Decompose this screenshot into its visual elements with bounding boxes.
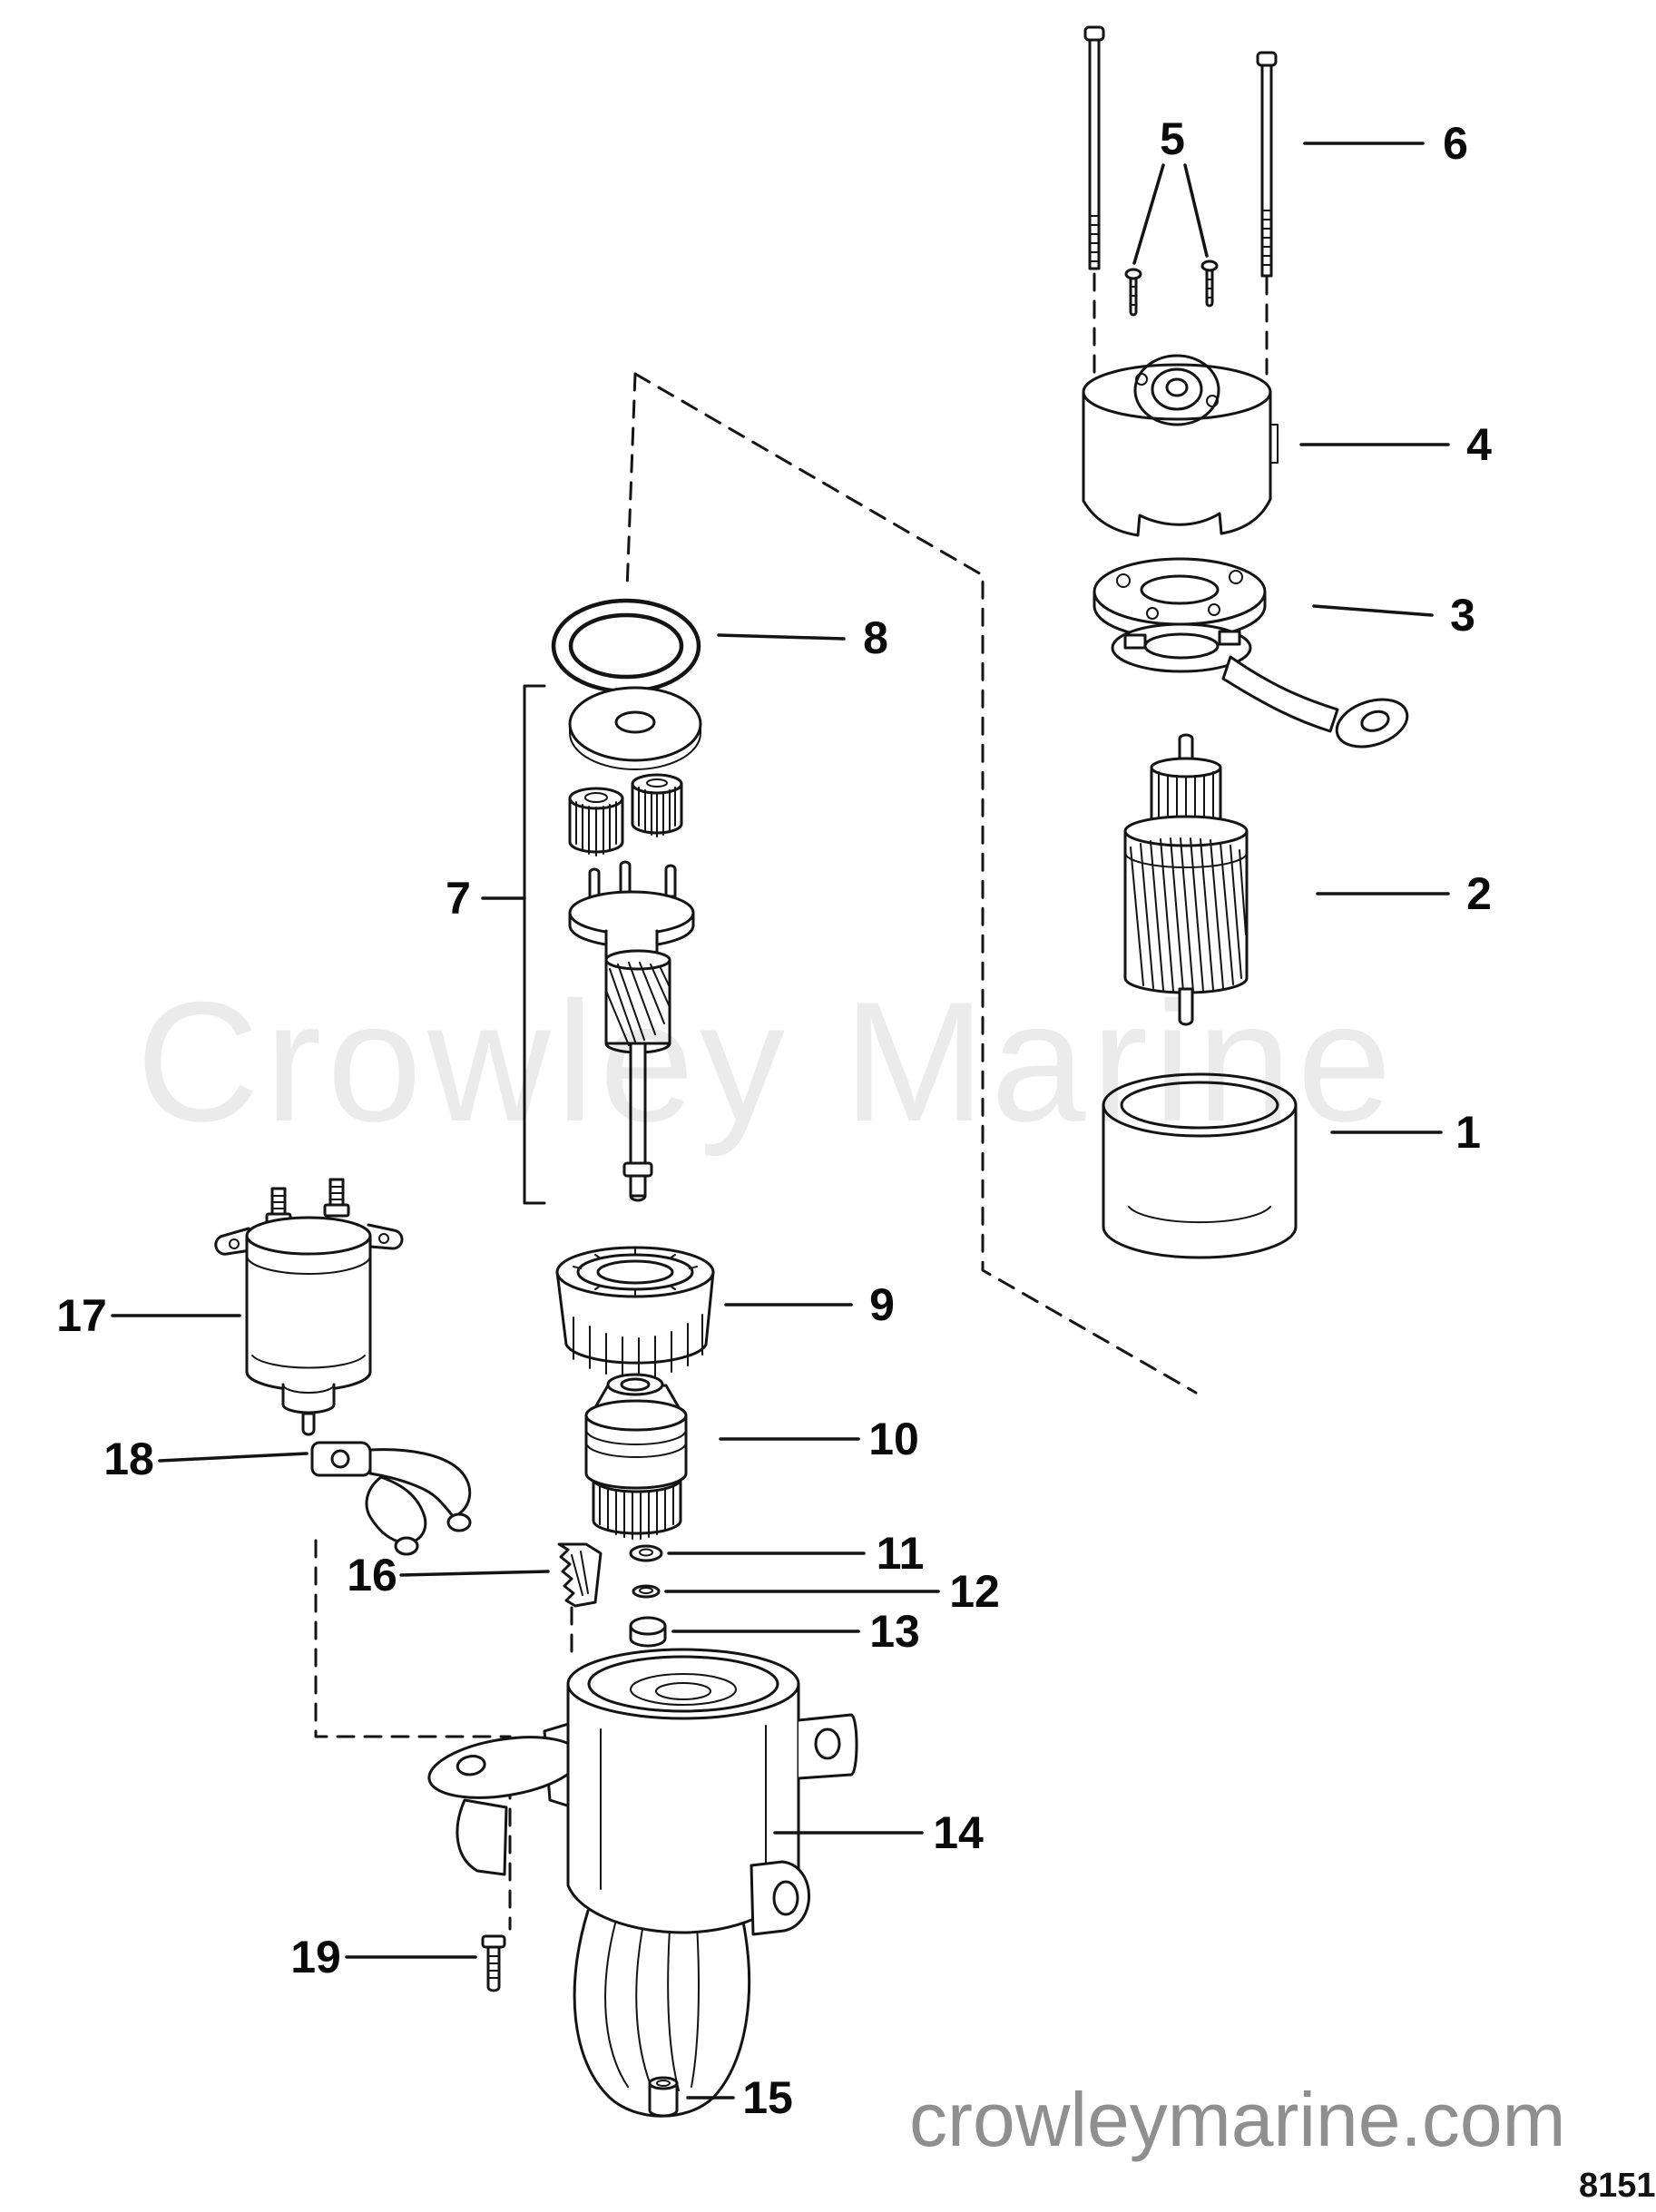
callout-11: 11 xyxy=(877,1528,925,1579)
part-9-bearing-retainer xyxy=(555,1246,715,1379)
part-7-bracket xyxy=(523,684,546,1205)
callout-2: 2 xyxy=(1466,868,1492,919)
callout-5: 5 xyxy=(1160,113,1185,164)
callout-14: 14 xyxy=(933,1807,984,1858)
callout-7: 7 xyxy=(446,873,471,924)
callout-19: 19 xyxy=(290,1932,341,1982)
doc-number: 8151 xyxy=(1579,2167,1656,2205)
part-8-o-ring xyxy=(551,598,701,694)
callout-9: 9 xyxy=(869,1279,895,1330)
part-6-through-bolts xyxy=(1083,25,1278,278)
callout-6: 6 xyxy=(1443,118,1468,169)
callout-13: 13 xyxy=(869,1606,920,1657)
callout-8: 8 xyxy=(863,612,888,663)
part-16-spring-clip xyxy=(557,1542,603,1608)
callout-16: 16 xyxy=(347,1550,397,1600)
part-10-drive-assembly xyxy=(584,1373,688,1540)
part-3-brush-plate xyxy=(1093,557,1409,749)
part-18-shift-fork xyxy=(310,1441,472,1556)
website-text: crowleymarine.com xyxy=(909,2077,1566,2162)
part-17-solenoid xyxy=(214,1178,404,1436)
part-4-end-cap xyxy=(1082,354,1279,537)
callout-4: 4 xyxy=(1466,419,1492,470)
callout-leader-lines xyxy=(111,142,1450,2099)
callout-17: 17 xyxy=(56,1290,107,1341)
callout-3: 3 xyxy=(1450,590,1475,641)
part-7-gear-shaft-assembly xyxy=(568,686,702,1202)
assembly-guide-lines xyxy=(314,272,1269,1931)
part-12-retaining-ring xyxy=(632,1584,661,1599)
part-11-washer xyxy=(629,1544,663,1562)
part-1-frame xyxy=(1102,1072,1298,1259)
callout-18: 18 xyxy=(103,1434,154,1484)
callout-15: 15 xyxy=(742,2072,793,2123)
part-19-bolt xyxy=(481,1934,506,1992)
callout-numbers: 1 2 3 4 5 6 7 8 9 10 11 12 13 14 15 16 1… xyxy=(56,113,1492,2123)
part-5-screws xyxy=(1124,259,1219,317)
part-14-housing xyxy=(427,1648,858,2118)
part-15-bushing xyxy=(648,2076,679,2118)
callout-1: 1 xyxy=(1455,1107,1481,1158)
part-13-spacer-cup xyxy=(629,1616,667,1648)
callout-10: 10 xyxy=(868,1414,919,1464)
part-2-armature xyxy=(1123,733,1249,1026)
callout-12: 12 xyxy=(949,1566,1000,1617)
